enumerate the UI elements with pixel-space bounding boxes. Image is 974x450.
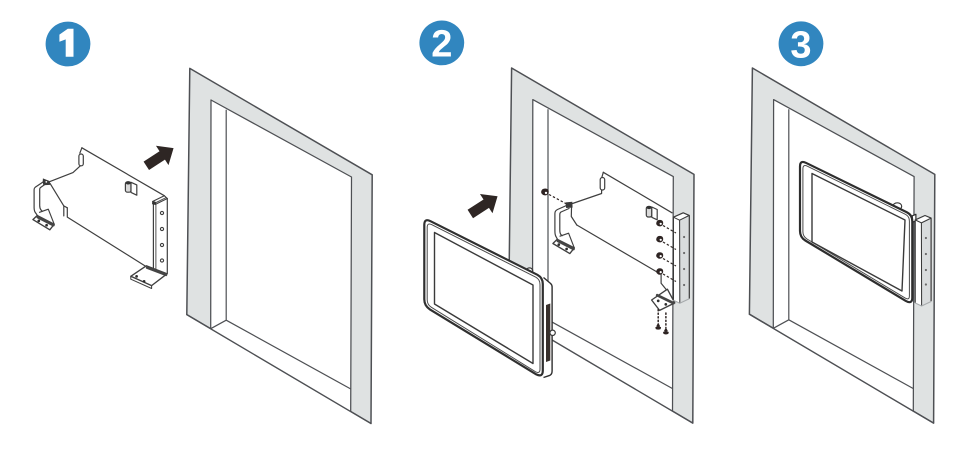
svg-text:2: 2 <box>431 23 452 65</box>
svg-text:3: 3 <box>790 24 811 66</box>
